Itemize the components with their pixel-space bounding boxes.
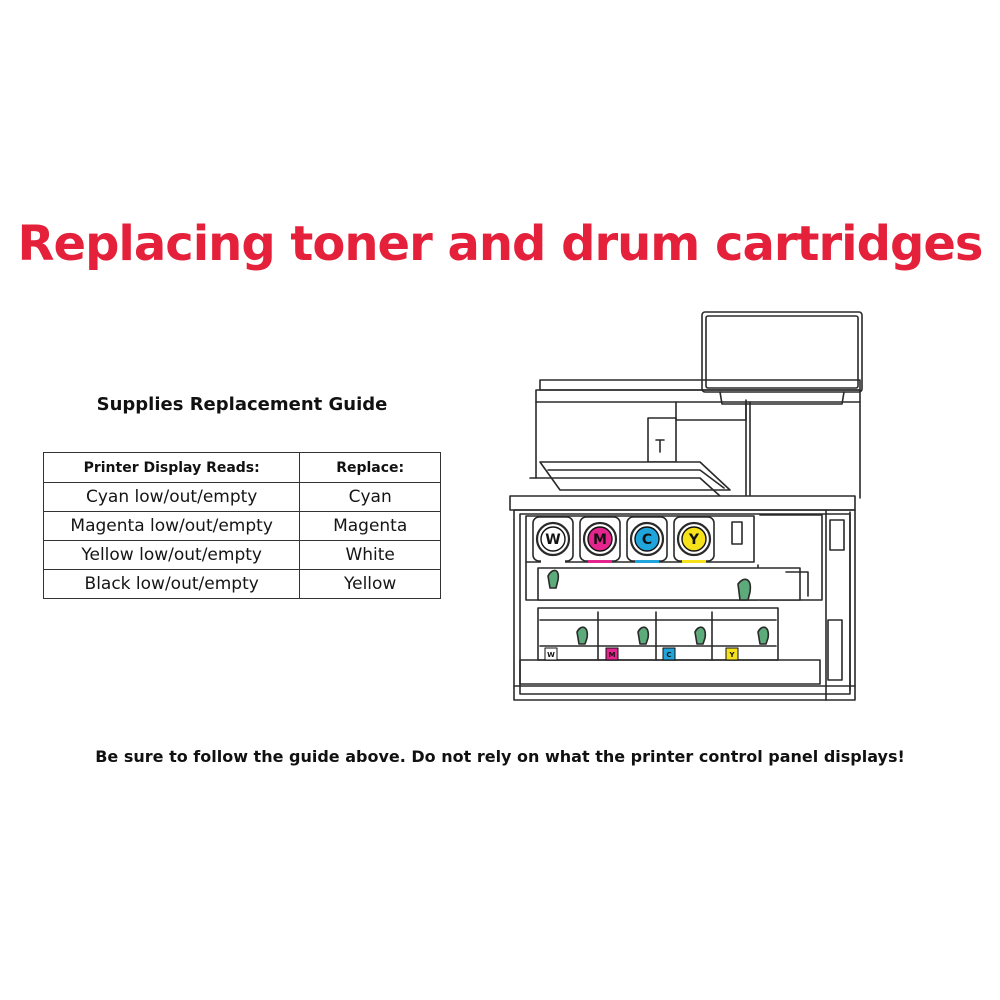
table-cell-replace: Magenta (299, 511, 441, 541)
drum-cartridge-w: W (544, 626, 589, 661)
drum-release-icon (637, 626, 650, 645)
table-cell-display: Magenta low/out/empty (42, 511, 301, 541)
drum-letter-y: Y (728, 651, 735, 659)
scanner-unit (529, 379, 861, 499)
toner-letter-c: C (642, 532, 652, 548)
release-lever-icon (547, 569, 752, 601)
table-cell-display: Black low/out/empty (42, 569, 301, 599)
drum-release-icon (757, 626, 770, 645)
table-row: Cyan low/out/empty Cyan (42, 482, 441, 512)
replacement-guide-table: Printer Display Reads: Replace: Cyan low… (42, 452, 441, 599)
table-cell-replace: Cyan (299, 482, 441, 512)
toner-bay (525, 515, 809, 601)
drum-cartridge-c: C (662, 626, 707, 661)
drum-cartridge-y: Y (725, 626, 770, 661)
control-panel-screen (701, 311, 863, 405)
drum-release-icon (576, 626, 589, 645)
drum-cartridge-m: M (605, 626, 650, 661)
drum-release-icon (694, 626, 707, 645)
toner-letter-w: W (545, 532, 560, 548)
table-row: Yellow low/out/empty White (42, 540, 441, 570)
warning-note: Be sure to follow the guide above. Do no… (95, 747, 905, 766)
printer-body (509, 495, 856, 701)
toner-cartridge-y: Y (673, 516, 715, 563)
table-cell-display: Yellow low/out/empty (42, 540, 301, 570)
drum-bay (519, 607, 821, 685)
toner-cartridge-w: W (532, 516, 574, 563)
table-cell-display: Cyan low/out/empty (42, 482, 301, 512)
toner-cartridge-c: C (626, 516, 668, 563)
table-row: Magenta low/out/empty Magenta (42, 511, 441, 541)
guide-heading: Supplies Replacement Guide (96, 394, 388, 415)
table-cell-replace: Yellow (299, 569, 441, 599)
page-title: Replacing toner and drum cartridges (17, 216, 984, 272)
toner-cartridge-m: M (579, 516, 621, 563)
printer-illustration: W M C Y W M C Y (509, 311, 863, 701)
drum-letter-m: M (609, 651, 616, 659)
column-header-display: Printer Display Reads: (42, 452, 301, 483)
table-row: Black low/out/empty Yellow (42, 569, 441, 599)
drum-letter-w: W (547, 651, 555, 659)
table-cell-replace: White (299, 540, 441, 570)
toner-letter-m: M (593, 532, 607, 548)
drum-letter-c: C (666, 651, 671, 659)
column-header-replace: Replace: (299, 452, 441, 483)
toner-letter-y: Y (688, 532, 700, 548)
table-header-row: Printer Display Reads: Replace: (42, 452, 441, 483)
